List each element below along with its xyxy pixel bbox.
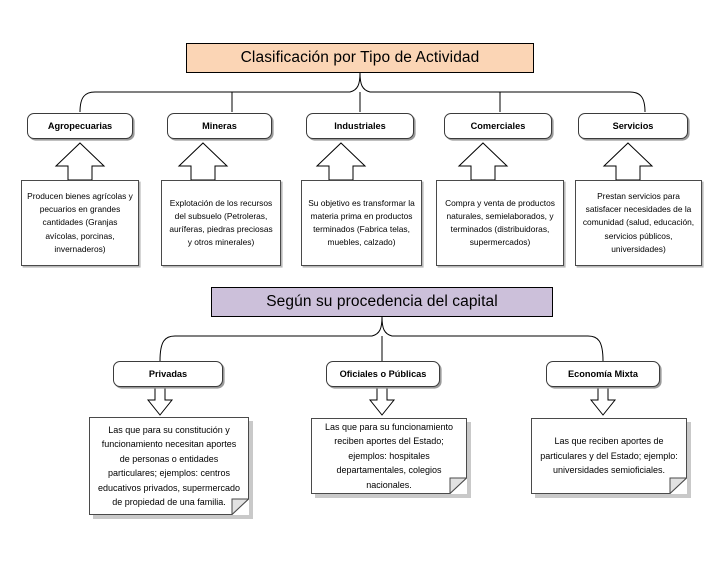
description-box-industriales: Su objetivo es transformar la materia pr…: [301, 180, 422, 266]
category-label: Servicios: [612, 121, 654, 131]
category-box-privadas[interactable]: Privadas: [113, 361, 223, 387]
note-box-economia-mixta: Las que reciben aportes de particulares …: [531, 418, 687, 494]
description-box-servicios: Prestan servicios para satisfacer necesi…: [575, 180, 702, 266]
description-box-agropecuarias: Producen bienes agrícolas y pecuarios en…: [21, 180, 139, 266]
block-arrow-down-icon: [368, 387, 396, 416]
brace-connector-activity: [79, 72, 646, 113]
description-text: Su objetivo es transformar la materia pr…: [308, 197, 415, 248]
category-box-comerciales[interactable]: Comerciales: [444, 113, 552, 139]
category-label: Economía Mixta: [568, 369, 638, 379]
category-label: Agropecuarias: [47, 121, 113, 131]
category-label: Mineras: [202, 121, 237, 131]
block-arrow-up-icon: [315, 142, 367, 181]
category-box-mineras[interactable]: Mineras: [167, 113, 272, 139]
block-arrow-down-icon: [146, 387, 174, 416]
description-box-mineras: Explotación de los recursos del subsuelo…: [161, 180, 281, 266]
category-box-agropecuarias[interactable]: Agropecuarias: [27, 113, 133, 139]
category-label: Industriales: [334, 121, 386, 131]
description-box-comerciales: Compra y venta de productos naturales, s…: [436, 180, 564, 266]
block-arrow-up-icon: [602, 142, 654, 181]
block-arrow-down-icon: [589, 387, 617, 416]
note-box-privadas: Las que para su constitución y funcionam…: [89, 417, 249, 515]
section-title-capital: Según su procedencia del capital: [211, 287, 553, 317]
folded-corner-shape: [311, 418, 467, 494]
block-arrow-up-icon: [457, 142, 509, 181]
block-arrow-up-icon: [177, 142, 229, 181]
note-text: Las que para su funcionamiento reciben a…: [324, 421, 454, 490]
block-arrow-up-icon: [54, 142, 106, 181]
category-box-servicios[interactable]: Servicios: [578, 113, 688, 139]
category-box-oficiales-publicas[interactable]: Oficiales o Públicas: [326, 361, 440, 387]
category-label: Oficiales o Públicas: [339, 369, 427, 379]
note-text: Las que reciben aportes de particulares …: [540, 436, 678, 476]
folded-corner-shape: [89, 417, 249, 515]
category-box-economia-mixta[interactable]: Economía Mixta: [546, 361, 660, 387]
block-arrow-up-icon-group: [54, 142, 654, 181]
folded-corner-shape: [531, 418, 687, 494]
description-text: Explotación de los recursos del subsuelo…: [169, 197, 273, 248]
note-text: Las que para su constitución y funcionam…: [97, 424, 241, 508]
description-text: Prestan servicios para satisfacer necesi…: [582, 190, 695, 254]
block-arrow-down-icon-group: [146, 387, 617, 416]
description-text: Producen bienes agrícolas y pecuarios en…: [27, 190, 133, 254]
note-box-oficiales-publicas: Las que para su funcionamiento reciben a…: [311, 418, 467, 494]
description-text: Compra y venta de productos naturales, s…: [445, 197, 555, 248]
section-title-activity: Clasificación por Tipo de Actividad: [186, 43, 534, 73]
category-box-industriales[interactable]: Industriales: [306, 113, 414, 139]
brace-connector-capital: [159, 316, 604, 362]
category-label: Privadas: [148, 369, 188, 379]
category-label: Comerciales: [470, 121, 526, 131]
section-title-capital-label: Según su procedencia del capital: [266, 293, 498, 310]
section-title-activity-label: Clasificación por Tipo de Actividad: [240, 49, 480, 66]
